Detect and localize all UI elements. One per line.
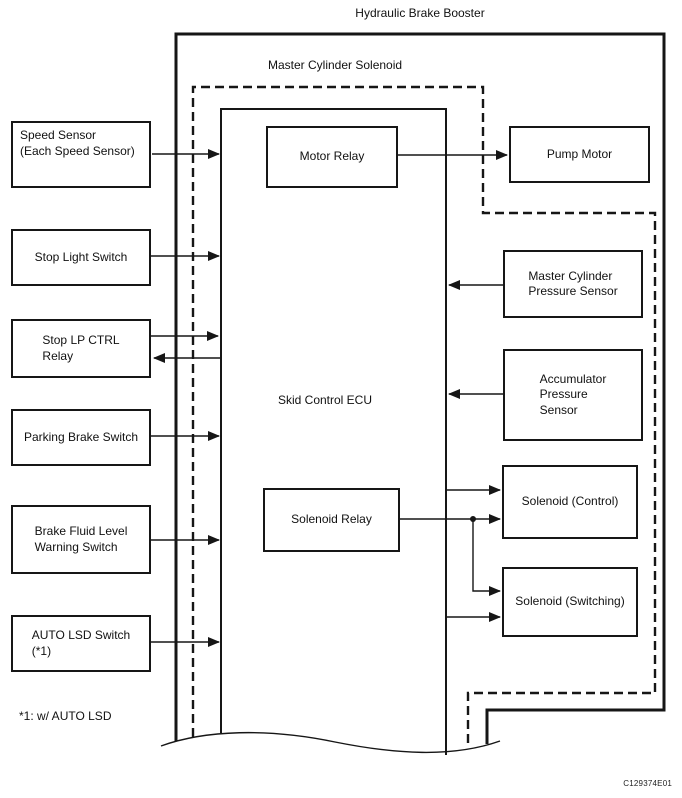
box-label: AUTO LSD Switch [31,628,131,642]
box-label: Solenoid (Switching) [515,594,625,609]
box-label: (Each Speed Sensor) [20,143,135,158]
box-label: Pressure Sensor [528,284,618,298]
box-label: Brake Fluid Level [34,524,128,538]
box-label-block: Parking Brake Switch [24,430,138,446]
box-label: Warning Switch [34,539,118,554]
box-label-block: Motor Relay [300,149,365,165]
box-label-block: Solenoid (Control) [522,494,619,510]
pump-motor-box: Pump Motor [509,126,650,183]
skid-control-ecu-label: Skid Control ECU [277,393,373,407]
box-label: Relay [42,348,74,363]
box-label: Stop Light Switch [34,249,128,264]
box-label: Parking Brake Switch [23,429,139,444]
figure-code: C129374E01 [623,779,672,788]
box-label: (*1) [31,643,52,658]
box-label: Accumulator [539,371,607,386]
box-label: Solenoid Relay [291,512,372,527]
accumulator-pressure-sensor-box: Accumulator Pressure Sensor [503,349,643,441]
box-label: Pressure [539,387,588,402]
skid-control-ecu-outline [220,108,447,755]
solenoid-control-box: Solenoid (Control) [502,465,638,539]
box-label-block: Pump Motor [547,147,612,163]
box-label-block: AUTO LSD Switch (*1) [32,628,130,659]
master-cylinder-pressure-sensor-box: Master Cylinder Pressure Sensor [503,250,643,318]
brake-fluid-level-warning-switch-box: Brake Fluid Level Warning Switch [11,505,151,574]
master-cylinder-solenoid-boundary [191,85,657,748]
box-label: Speed Sensor [20,128,97,142]
box-label-block: Solenoid Relay [291,512,372,528]
box-label: Sensor [539,402,578,417]
stop-lp-ctrl-relay-box: Stop LP CTRL Relay [11,319,151,378]
box-label: Pump Motor [546,146,613,161]
solenoid-switching-box: Solenoid (Switching) [502,567,638,637]
arrow-solenoid-relay-to-switching [472,519,501,596]
box-label-block: Brake Fluid Level Warning Switch [35,524,128,555]
motor-relay-box: Motor Relay [266,126,398,188]
hydraulic-brake-booster-boundary [174,32,666,744]
diagram-title: Hydraulic Brake Booster [355,6,485,20]
box-label: Stop LP CTRL [42,333,120,347]
auto-lsd-switch-box: AUTO LSD Switch (*1) [11,615,151,672]
box-label-block: Speed Sensor (Each Speed Sensor) [20,128,135,159]
speed-sensor-box: Speed Sensor (Each Speed Sensor) [11,121,151,188]
master-cylinder-solenoid-label: Master Cylinder Solenoid [268,58,403,72]
box-label-block: Accumulator Pressure Sensor [540,372,607,419]
box-label: Solenoid (Control) [521,494,619,509]
footnote: *1: w/ AUTO LSD [19,709,112,723]
parking-brake-switch-box: Parking Brake Switch [11,409,151,466]
junction-dot [470,516,476,522]
box-label-block: Master Cylinder Pressure Sensor [528,269,617,300]
box-label-block: Solenoid (Switching) [515,594,624,610]
solenoid-relay-box: Solenoid Relay [263,488,400,552]
stop-light-switch-box: Stop Light Switch [11,229,151,286]
box-label: Motor Relay [299,149,365,164]
box-label-block: Stop LP CTRL Relay [42,333,119,364]
break-wave-line [160,731,501,754]
box-label-block: Stop Light Switch [35,250,128,266]
box-label: Master Cylinder [528,268,613,283]
